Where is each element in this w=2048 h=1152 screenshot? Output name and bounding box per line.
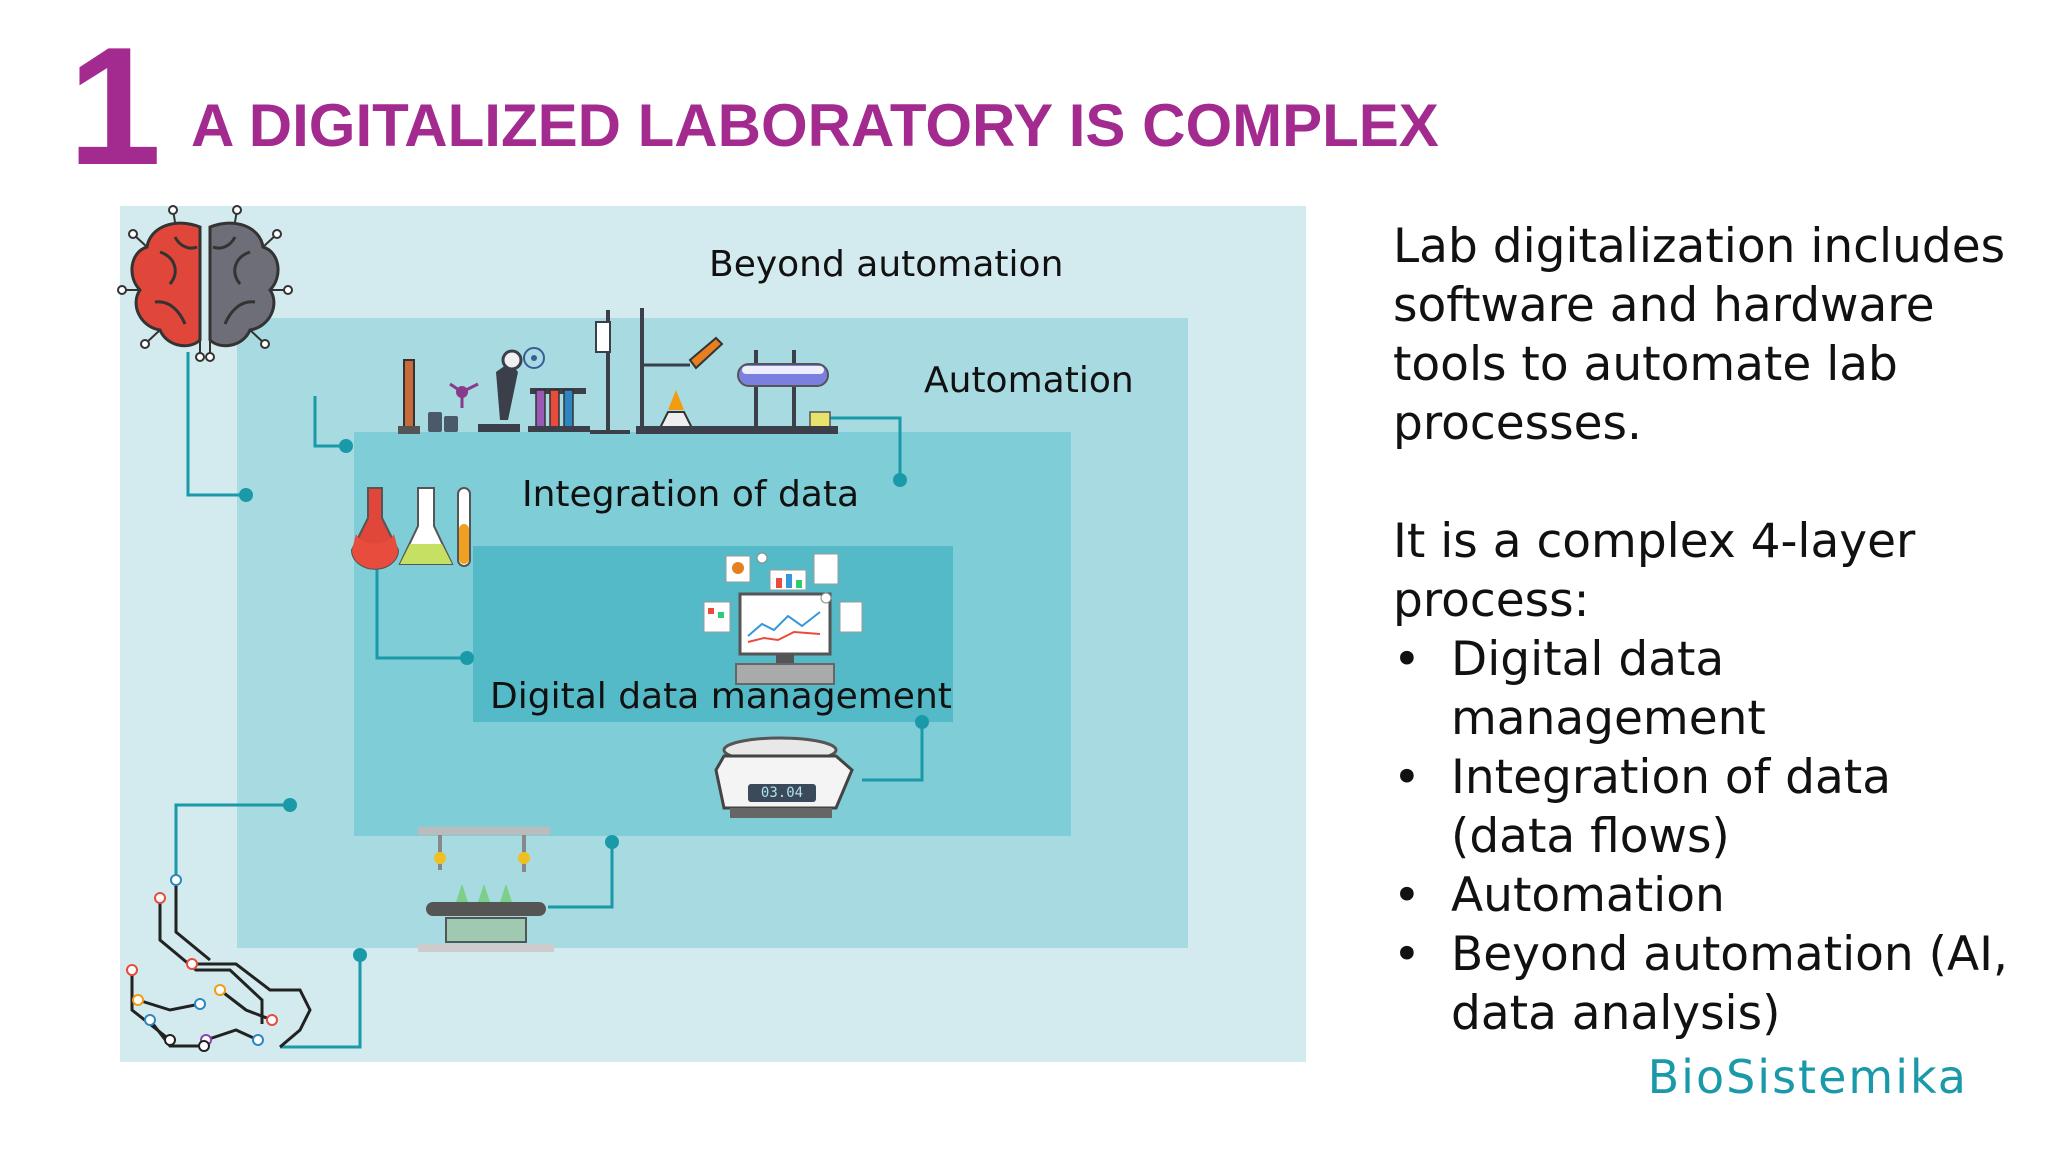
bullet-item: • Automation	[1393, 866, 2023, 925]
bullet-list: • Digital data management • Integration of …	[1393, 630, 2023, 1043]
connector-lines	[174, 352, 924, 1049]
connector-brain	[186, 352, 246, 497]
bullet-dot: •	[1393, 750, 1421, 805]
distillation-icon	[737, 350, 831, 429]
connector-flasks	[375, 565, 467, 660]
connector-circuit-right	[280, 955, 362, 1049]
slide-title: A DIGITALIZED LABORATORY IS COMPLEX	[191, 92, 1439, 159]
bullet-item: • Digital data management	[1393, 630, 2023, 748]
data-screen-icon	[703, 552, 863, 685]
circuit-icon	[126, 874, 312, 1052]
connector-equipment-left	[313, 396, 346, 448]
connector-scale	[862, 722, 924, 782]
bullet-text: Digital data management	[1451, 632, 1766, 746]
bullet-dot: •	[1393, 632, 1421, 687]
connector-equipment-right	[830, 416, 902, 480]
bullet-text: Beyond automation (AI, data analysis)	[1451, 927, 2008, 1041]
bullet-text: Integration of data (data flows)	[1451, 750, 1892, 864]
lab-equipment-icon	[398, 308, 838, 434]
test-tubes-icon	[528, 388, 590, 432]
assembly-line-icon	[418, 827, 554, 952]
brand-logo: BioSistemika	[1647, 1050, 1968, 1104]
intro-paragraph: Lab digitalization includes software and…	[1393, 219, 2006, 451]
bullet-text: Automation	[1451, 868, 1725, 923]
scale-readout: 03.04	[760, 785, 804, 801]
label-integration-of-data: Integration of data	[522, 474, 860, 515]
burner-stand-icon	[640, 308, 724, 429]
brain-icon	[117, 205, 293, 362]
bullet-item: • Integration of data (data flows)	[1393, 748, 2023, 866]
layer-digital-data-management	[473, 546, 953, 722]
connector-circuit-up	[174, 803, 290, 880]
label-beyond-automation: Beyond automation	[709, 244, 1064, 285]
side-text: Lab digitalization includes software and…	[1393, 217, 2023, 1043]
bullet-item: • Beyond automation (AI, data analysis)	[1393, 925, 2023, 1043]
lead-paragraph: It is a complex 4-layer process:	[1393, 514, 1916, 628]
bullet-dot: •	[1393, 868, 1421, 923]
label-digital-data-management: Digital data management	[490, 676, 952, 717]
label-automation: Automation	[924, 360, 1134, 401]
bullet-dot: •	[1393, 927, 1421, 982]
connector-dots	[239, 439, 929, 962]
flasks-icon	[350, 487, 471, 570]
stand-icon	[590, 310, 630, 434]
slide-number: 1	[68, 12, 161, 200]
connector-assembly	[548, 842, 614, 909]
microscope-icon	[478, 349, 523, 432]
scale-icon	[714, 736, 854, 818]
